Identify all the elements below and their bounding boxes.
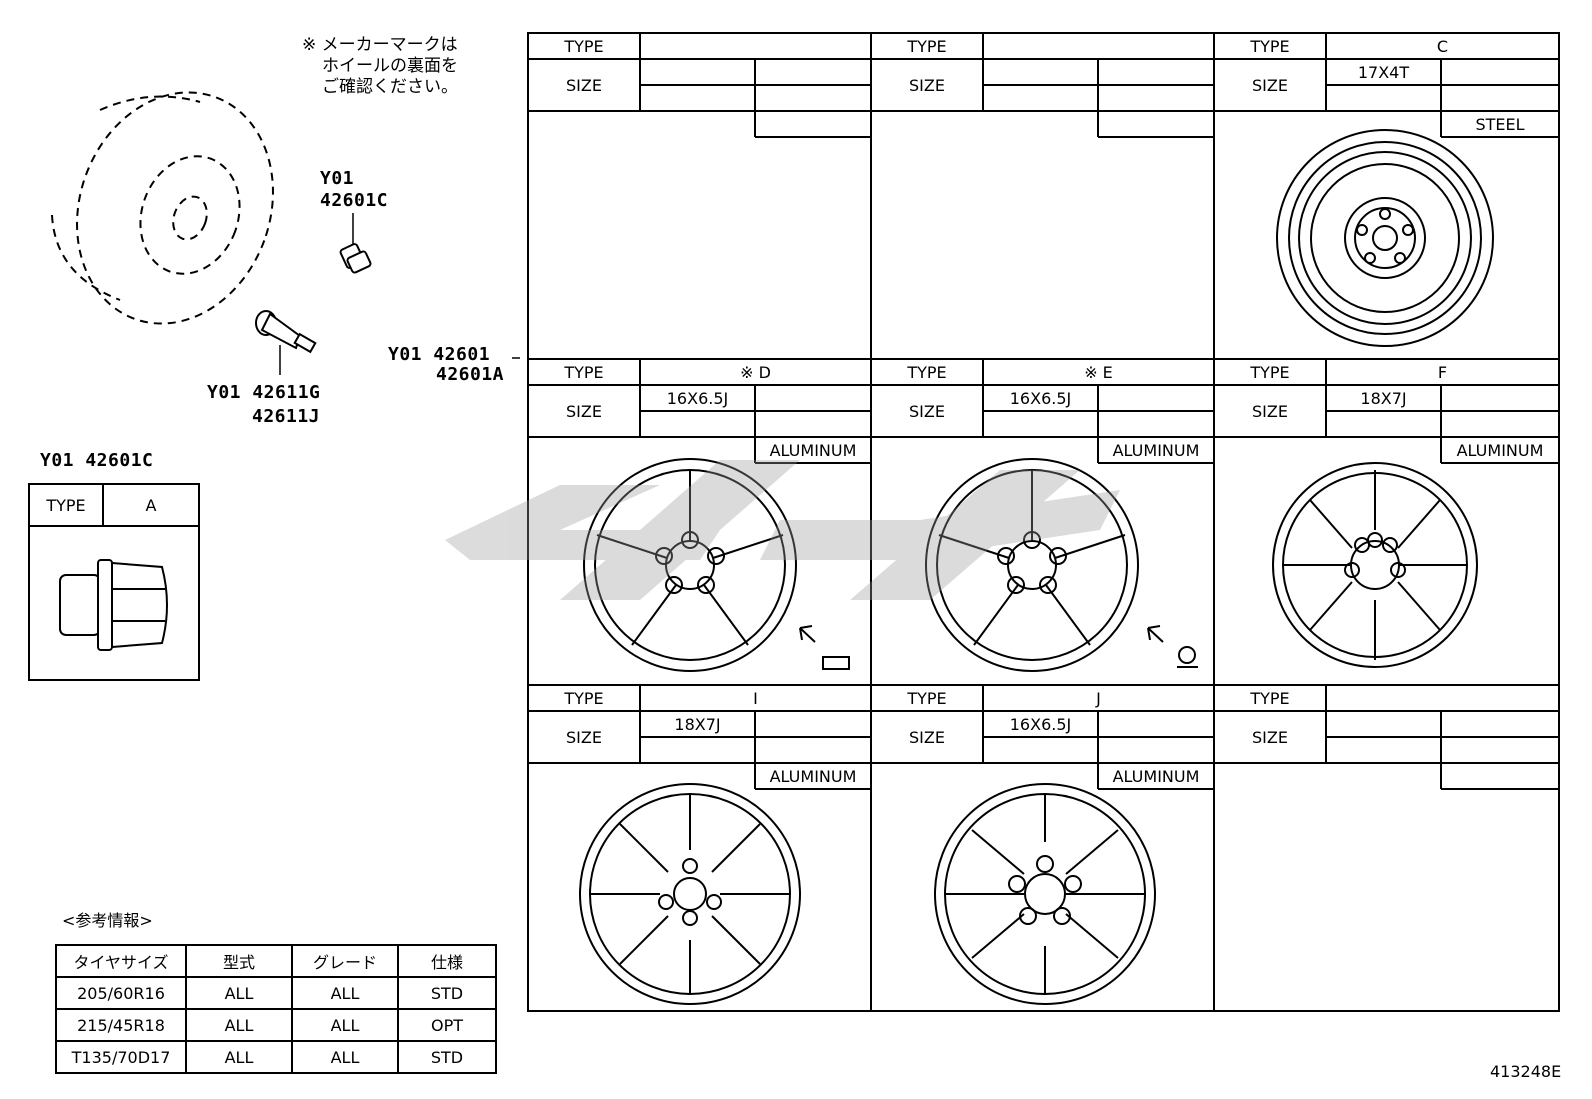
callout-cap-prefix: Y01 <box>320 168 355 189</box>
wheel-size-value <box>983 59 1098 85</box>
ref-cell: STD <box>397 976 497 1010</box>
wheel-material-value: ALUMINUM <box>1112 440 1200 460</box>
size-label: SIZE <box>909 727 945 747</box>
ref-header-spec: 仕様 <box>397 944 497 978</box>
wheel-j-drawing <box>934 783 1156 1005</box>
wheel-i-drawing <box>579 783 801 1005</box>
wheel-size-value <box>640 59 755 85</box>
ref-header-tire-size: タイヤサイズ <box>55 944 187 978</box>
type-label: TYPE <box>907 36 947 56</box>
wheel-type-value: ※ D <box>740 362 771 382</box>
callout-nut-part: Y01 42601C <box>40 450 154 471</box>
wheel-material-value: ALUMINUM <box>769 440 857 460</box>
size-label: SIZE <box>1252 75 1288 95</box>
valve-cap-icon <box>339 243 372 274</box>
ref-cell: ALL <box>185 1008 293 1042</box>
callout-wheel-alt: 42601A <box>436 364 505 385</box>
size-label: SIZE <box>909 401 945 421</box>
ref-cell: ALL <box>185 976 293 1010</box>
ref-cell: T135/70D17 <box>55 1040 187 1074</box>
wheel-type-value <box>1326 685 1559 711</box>
reference-header-row: タイヤサイズ 型式 グレード 仕様 <box>55 944 497 978</box>
type-label: TYPE <box>1250 688 1290 708</box>
callout-wheel-part: Y01 42601 <box>388 344 491 365</box>
wheel-type-value: J <box>1096 688 1101 708</box>
ref-header-model: 型式 <box>185 944 293 978</box>
ref-header-grade: グレード <box>291 944 399 978</box>
wheel-type-value: C <box>1436 36 1449 56</box>
wheel-material-value: ALUMINUM <box>769 766 857 786</box>
nut-type-label: TYPE <box>30 485 104 527</box>
wheel-material-value <box>1098 111 1214 137</box>
ref-cell: 215/45R18 <box>55 1008 187 1042</box>
size-label: SIZE <box>566 75 602 95</box>
size-label: SIZE <box>909 75 945 95</box>
note-line-1: ※ メーカーマークは <box>302 35 458 55</box>
wheel-material-value <box>1441 763 1559 789</box>
wheel-size-value: 18X7J <box>674 714 721 734</box>
table-row: T135/70D17 ALL ALL STD <box>55 1040 497 1074</box>
size-label: SIZE <box>1252 727 1288 747</box>
type-label: TYPE <box>564 362 604 382</box>
nut-type-value: A <box>104 485 198 527</box>
wheel-material-value <box>755 111 871 137</box>
watermark-logo <box>445 460 1120 600</box>
tire-outline <box>51 91 274 325</box>
wheel-size-value: 18X7J <box>1360 388 1407 408</box>
nut-type-box: TYPE A <box>28 483 200 681</box>
type-label: TYPE <box>907 362 947 382</box>
valve-stem-icon <box>255 310 317 354</box>
wheel-type-value: F <box>1437 362 1448 382</box>
type-label: TYPE <box>1250 36 1290 56</box>
figure-id: 413248E <box>1490 1062 1562 1081</box>
ref-cell: ALL <box>291 1040 399 1074</box>
wheel-e-drawing <box>925 458 1198 672</box>
size-label: SIZE <box>566 727 602 747</box>
wheel-d-drawing <box>583 458 850 672</box>
wheel-size-value: 16X6.5J <box>1009 388 1072 408</box>
wheel-size-value: 16X6.5J <box>666 388 729 408</box>
type-label: TYPE <box>907 688 947 708</box>
wheel-type-value <box>983 33 1214 59</box>
reference-table: タイヤサイズ 型式 グレード 仕様 205/60R16 ALL ALL STD … <box>55 944 497 1074</box>
note-line-2: ホイールの裏面を <box>322 56 458 76</box>
callout-cap-part: 42601C <box>320 190 389 211</box>
type-label: TYPE <box>564 36 604 56</box>
wheel-type-value <box>640 33 871 59</box>
reference-title: <参考情報> <box>62 911 153 930</box>
wheel-size-value: 16X6.5J <box>1009 714 1072 734</box>
wheel-type-value: ※ E <box>1084 362 1113 382</box>
wheel-material-value: ALUMINUM <box>1112 766 1200 786</box>
ref-cell: ALL <box>185 1040 293 1074</box>
callout-valve-part: Y01 42611G <box>207 382 321 403</box>
table-row: 205/60R16 ALL ALL STD <box>55 976 497 1010</box>
ref-cell: ALL <box>291 976 399 1010</box>
size-label: SIZE <box>1252 401 1288 421</box>
steel-wheel-drawing <box>1276 129 1494 347</box>
lug-nut-icon <box>59 559 168 651</box>
wheel-size-value <box>1326 711 1441 737</box>
wheel-material-value: STEEL <box>1475 114 1525 134</box>
wheel-type-value: I <box>753 688 758 708</box>
parts-illustration <box>51 91 520 375</box>
wheel-f-drawing <box>1272 462 1478 668</box>
ref-cell: STD <box>397 1040 497 1074</box>
type-label: TYPE <box>1250 362 1290 382</box>
type-label: TYPE <box>564 688 604 708</box>
maker-mark-note: ※ メーカーマークは ホイールの裏面を ご確認ください。 <box>302 35 458 98</box>
callout-valve-alt: 42611J <box>252 406 321 427</box>
size-label: SIZE <box>566 401 602 421</box>
ref-cell: 205/60R16 <box>55 976 187 1010</box>
wheel-size-value: 17X4T <box>1357 62 1410 82</box>
ref-cell: OPT <box>397 1008 497 1042</box>
wheel-material-value: ALUMINUM <box>1456 440 1544 460</box>
note-line-3: ご確認ください。 <box>322 77 458 97</box>
table-row: 215/45R18 ALL ALL OPT <box>55 1008 497 1042</box>
ref-cell: ALL <box>291 1008 399 1042</box>
